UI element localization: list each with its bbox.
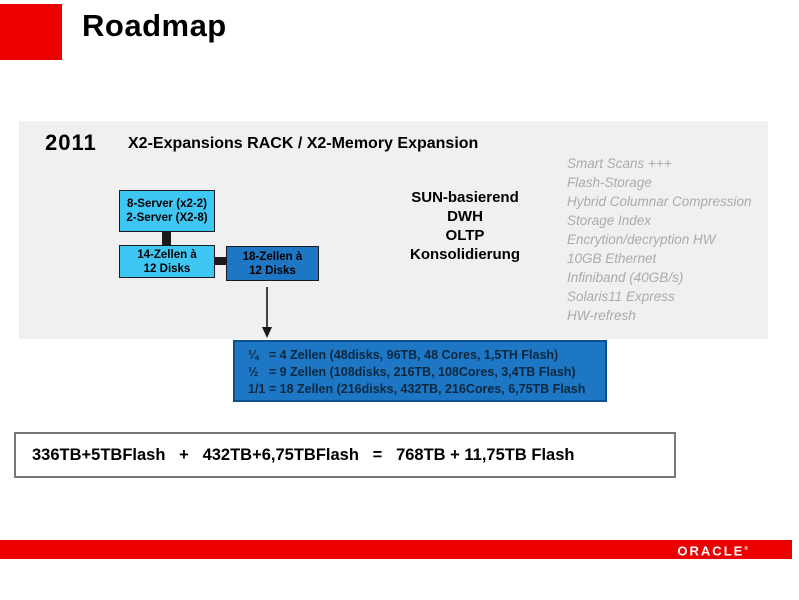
oracle-logo-text: ORACLE bbox=[677, 543, 745, 559]
feature-item: Flash-Storage bbox=[567, 175, 652, 190]
config-box: ¼ = 4 Zellen (48disks, 96TB, 48 Cores, 1… bbox=[233, 340, 607, 402]
cells18-box-line2: 12 Disks bbox=[249, 264, 296, 277]
red-square-logo bbox=[0, 4, 62, 60]
workload-line: SUN-basierend bbox=[411, 189, 519, 206]
feature-item: Infiniband (40GB/s) bbox=[567, 270, 684, 285]
formula-box: 336TB+5TBFlash + 432TB+6,75TBFlash = 768… bbox=[14, 432, 676, 478]
workload-line: Konsolidierung bbox=[410, 246, 520, 263]
server-box: 8-Server (x2-2) 2-Server (X2-8) bbox=[119, 190, 215, 232]
workload-text: SUN-basierend DWH OLTP Konsolidierung bbox=[385, 188, 545, 264]
workload-line: DWH bbox=[447, 208, 483, 225]
cells14-box-line2: 12 Disks bbox=[143, 262, 191, 275]
config-line-half: ½ = 9 Zellen (108disks, 216TB, 108Cores,… bbox=[248, 365, 576, 379]
feature-item: Hybrid Columnar Compression bbox=[567, 194, 752, 209]
feature-item: Encrytion/decryption HW bbox=[567, 232, 716, 247]
feature-item: HW-refresh bbox=[567, 308, 636, 323]
footer-bar: ORACLE® bbox=[0, 540, 792, 559]
server-box-line2: 2-Server (X2-8) bbox=[126, 212, 208, 224]
roadmap-panel: 2011 X2-Expansions RACK / X2-Memory Expa… bbox=[19, 121, 768, 339]
config-line-quarter: ¼ = 4 Zellen (48disks, 96TB, 48 Cores, 1… bbox=[248, 348, 559, 362]
feature-list: Smart Scans +++ Flash-Storage Hybrid Col… bbox=[567, 154, 752, 325]
oracle-logo: ORACLE® bbox=[677, 542, 748, 558]
cells14-box-line1: 14-Zellen à bbox=[137, 248, 197, 261]
feature-item: Smart Scans +++ bbox=[567, 156, 672, 171]
cells14-box: 14-Zellen à 12 Disks bbox=[119, 245, 215, 278]
year-label: 2011 bbox=[45, 130, 97, 155]
feature-item: Storage Index bbox=[567, 213, 652, 228]
down-arrow-icon bbox=[262, 287, 272, 338]
page-title: Roadmap bbox=[82, 8, 227, 43]
connector-vertical bbox=[162, 232, 171, 245]
cells18-box-line1: 18-Zellen à bbox=[242, 250, 303, 263]
oracle-logo-mark: ® bbox=[744, 546, 748, 552]
formula-text: 336TB+5TBFlash + 432TB+6,75TBFlash = 768… bbox=[32, 445, 575, 464]
connector-horizontal bbox=[215, 257, 226, 265]
workload-line: OLTP bbox=[445, 227, 485, 244]
feature-item: 10GB Ethernet bbox=[567, 251, 657, 266]
panel-heading: X2-Expansions RACK / X2-Memory Expansion bbox=[128, 135, 479, 152]
cells18-box: 18-Zellen à 12 Disks bbox=[226, 246, 319, 281]
server-box-line1: 8-Server (x2-2) bbox=[127, 198, 207, 210]
feature-item: Solaris11 Express bbox=[567, 289, 675, 304]
config-line-full: 1/1 = 18 Zellen (216disks, 432TB, 216Cor… bbox=[248, 382, 586, 396]
